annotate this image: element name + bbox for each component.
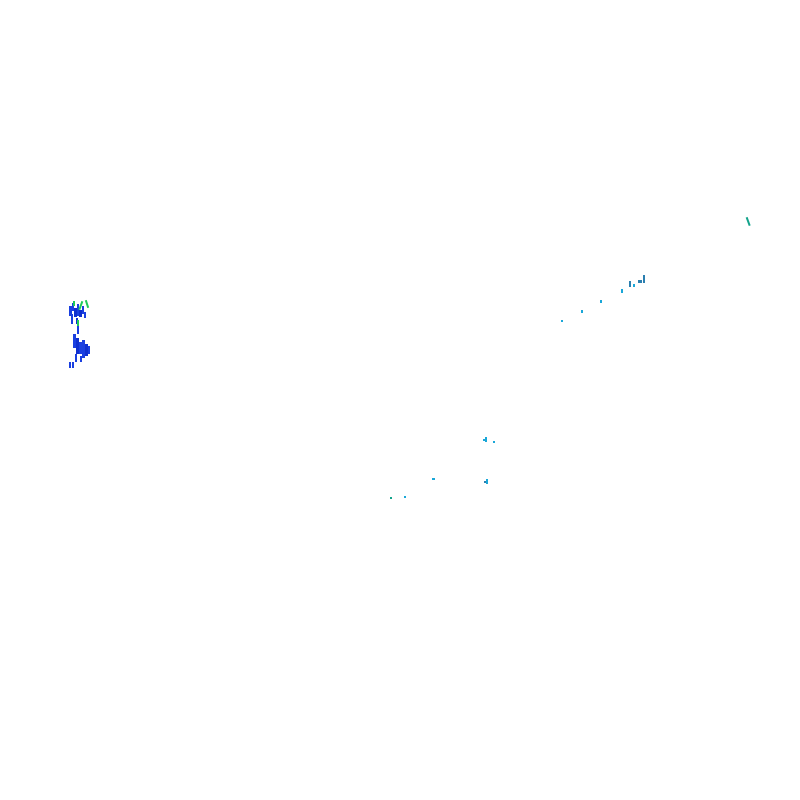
speck xyxy=(79,310,82,317)
speck xyxy=(561,320,563,322)
speck xyxy=(84,312,86,318)
speck xyxy=(69,306,72,316)
speck xyxy=(72,362,74,368)
speck xyxy=(390,497,392,499)
speck xyxy=(88,346,90,354)
speck xyxy=(404,496,406,498)
left-cluster xyxy=(69,299,90,368)
speck xyxy=(80,356,82,362)
speck xyxy=(82,306,84,314)
speck xyxy=(493,441,495,443)
speck xyxy=(69,362,71,368)
speck xyxy=(82,340,85,358)
speck xyxy=(643,275,645,283)
speck xyxy=(79,342,82,354)
speck xyxy=(71,314,73,324)
speck xyxy=(633,284,635,287)
speck xyxy=(600,300,602,303)
speck xyxy=(77,326,79,334)
speck xyxy=(73,301,75,306)
speck xyxy=(84,299,90,309)
speck xyxy=(76,338,79,354)
speck xyxy=(621,289,623,293)
speck xyxy=(85,344,88,356)
speck xyxy=(581,310,583,313)
speck xyxy=(73,334,76,348)
speck xyxy=(745,216,751,227)
speck xyxy=(629,281,631,287)
speck xyxy=(638,280,642,283)
speck xyxy=(74,308,77,317)
speck xyxy=(77,320,79,328)
speck xyxy=(78,300,84,311)
top-right-mark xyxy=(745,216,751,227)
diagonal-dots xyxy=(561,275,645,322)
speck xyxy=(432,478,435,480)
center-marks xyxy=(390,437,495,499)
speck xyxy=(72,303,74,311)
speck xyxy=(77,304,79,316)
speck xyxy=(75,354,77,362)
speck xyxy=(486,479,488,484)
speck xyxy=(485,437,487,442)
